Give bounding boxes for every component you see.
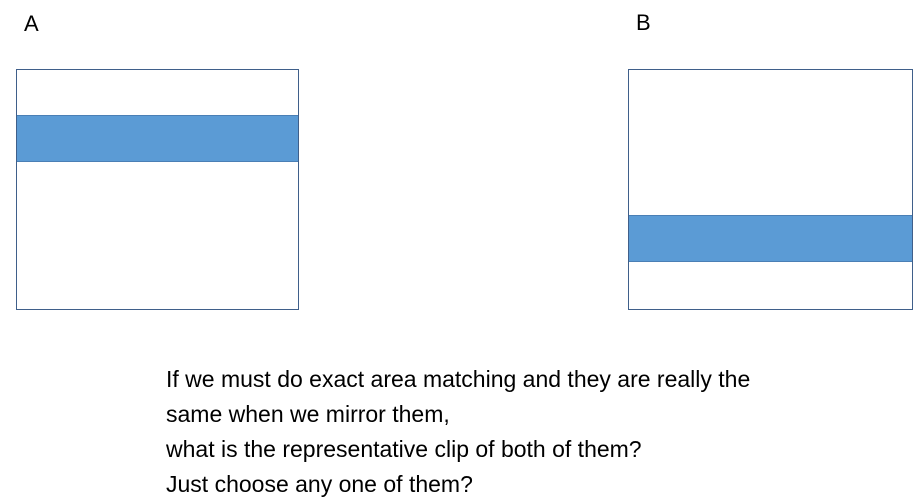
question-line: Just choose any one of them? — [166, 471, 473, 497]
question-line: what is the representative clip of both … — [166, 436, 642, 462]
panel-b-label: B — [636, 10, 651, 35]
clip-band-a — [17, 115, 298, 162]
question-line: If we must do exact area matching and th… — [166, 366, 751, 392]
panel-a-label: A — [24, 11, 39, 36]
clip-box-b — [628, 69, 913, 310]
question-line: same when we mirror them, — [166, 401, 450, 427]
clip-band-b — [629, 215, 912, 262]
question-text: If we must do exact area matching and th… — [166, 362, 911, 502]
clip-box-a — [16, 69, 299, 310]
